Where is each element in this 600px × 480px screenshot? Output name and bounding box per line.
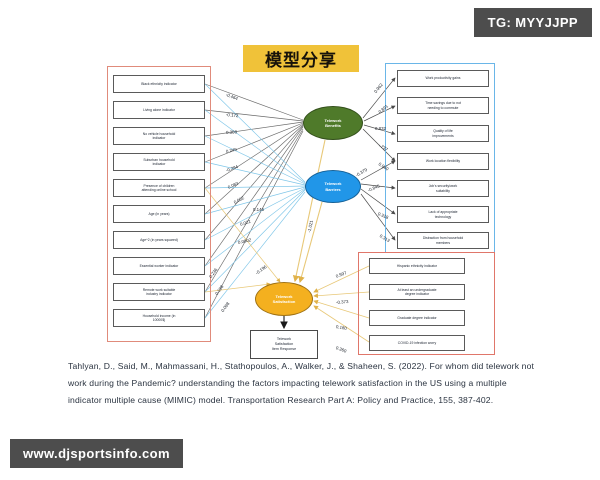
indicator-box: Essential worker indicator [113, 257, 205, 275]
indicator-box: Work productivity gains [397, 70, 489, 87]
coefficient-label: 0.832 [375, 126, 386, 131]
indicator-box: Hispanic ethnicity indicator [369, 258, 465, 274]
cause-indicator-group-frame [107, 66, 211, 342]
indicator-box: Age^2 (in years squared) [113, 231, 205, 249]
indicator-box: Work location flexibility [397, 153, 489, 170]
indicator-box: Graduate degree indicator [369, 310, 465, 326]
demographic-indicator-group-frame [358, 252, 495, 355]
indicator-box: Living alone indicator [113, 101, 205, 119]
site-watermark: www.djsportsinfo.com [10, 439, 183, 468]
telegram-watermark: TG: MYYJJPP [473, 8, 592, 37]
coefficient-label: 0.146 [253, 207, 264, 212]
citation-text: Tahlyan, D., Said, M., Mahmassani, H., S… [68, 361, 535, 405]
coefficient-label: 0.308 [225, 129, 238, 135]
indicator-box: Black ethnicity indicator [113, 75, 205, 93]
indicator-box: Age (in years) [113, 205, 205, 223]
title-banner: 模型分享 [243, 45, 359, 72]
indicator-box: COVID-19 infection worry [369, 335, 465, 351]
edge-lines-layer [204, 77, 396, 343]
mimic-path-diagram: Black ethnicity indicator Living alone i… [0, 30, 600, 359]
